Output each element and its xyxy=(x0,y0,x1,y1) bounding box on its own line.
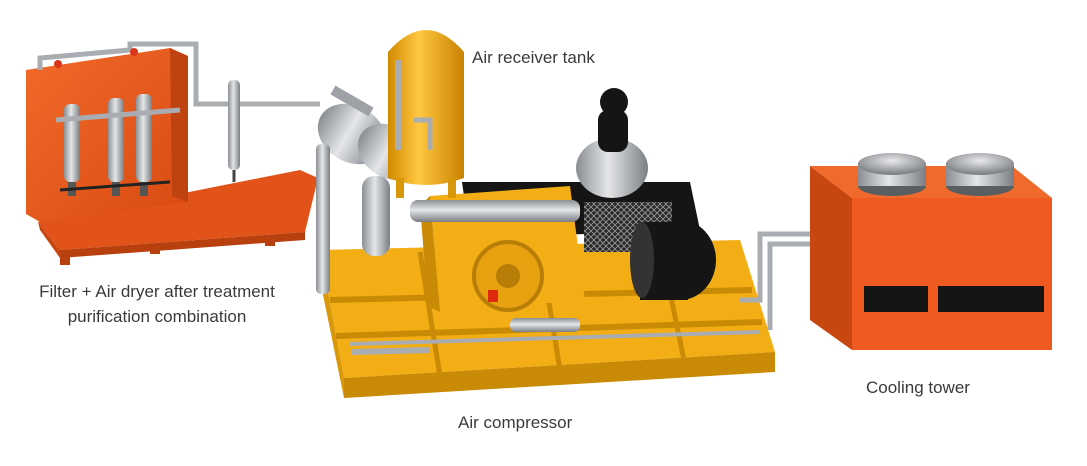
cooling-tower xyxy=(810,153,1052,350)
label-cooling-tower: Cooling tower xyxy=(866,378,970,397)
label-filter-air-dryer: Filter + Air dryer after treatment purif… xyxy=(12,282,302,327)
label-air-compressor: Air compressor xyxy=(458,413,573,432)
motor xyxy=(630,220,716,300)
label-air-receiver-tank: Air receiver tank xyxy=(472,48,595,67)
filter-dryer-unit xyxy=(26,41,320,265)
label-filter-line-1: Filter + Air dryer after treatment xyxy=(39,282,275,301)
air-compressor-skid xyxy=(316,85,822,398)
fan-lids xyxy=(858,153,1014,196)
label-filter-line-2: purification combination xyxy=(67,307,247,326)
filter-cylinders xyxy=(55,94,181,196)
compressor-head-right xyxy=(576,88,648,198)
air-receiver-tank xyxy=(388,30,464,198)
